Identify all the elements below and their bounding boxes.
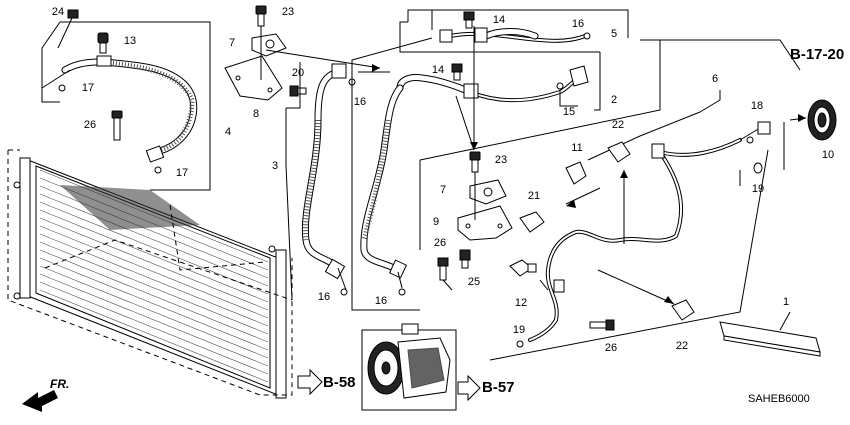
- callout-16-top: 16: [354, 96, 366, 108]
- bolt-23-mid: [469, 151, 481, 173]
- callout-25: 25: [468, 276, 480, 288]
- callout-3: 3: [272, 160, 278, 172]
- callout-19-right: 19: [752, 183, 764, 195]
- bolt-25: [459, 249, 471, 269]
- front-label: FR.: [50, 377, 69, 391]
- pad-1: [719, 321, 821, 357]
- valve-18: [746, 121, 771, 144]
- pipe-5: [439, 27, 591, 43]
- valve-14-mid: [451, 63, 463, 81]
- pressure-switch-12: [509, 259, 537, 277]
- front-arrow: [22, 390, 58, 412]
- pipe-6: [528, 138, 742, 342]
- ref-arrow-b58: [297, 368, 323, 396]
- callout-18: 18: [751, 100, 763, 112]
- clip-22-bottom: [671, 299, 695, 321]
- clip-11: [565, 161, 587, 185]
- callout-23-mid: 23: [495, 154, 507, 166]
- bolt-26-mid: [437, 257, 449, 281]
- bolt-26-right: [589, 319, 615, 331]
- bolt-26-left: [111, 110, 123, 141]
- bracket-8: [224, 55, 283, 101]
- callout-16-left: 16: [318, 291, 330, 303]
- clip-24: [67, 9, 79, 19]
- discharge-hose-4: [41, 55, 198, 163]
- suction-hose-3: [301, 63, 347, 280]
- bracket-9: [457, 205, 513, 241]
- callout-2: 2: [611, 94, 617, 106]
- callout-26-mid: 26: [434, 237, 446, 249]
- clip-21: [519, 211, 545, 233]
- callout-6: 6: [712, 73, 718, 85]
- callout-10: 10: [822, 149, 834, 161]
- callout-7-top: 7: [229, 37, 235, 49]
- discharge-hose-middle: [360, 84, 408, 279]
- ref-arrow-b57: [457, 374, 481, 402]
- callout-20: 20: [292, 67, 304, 79]
- callout-17-bottom: 17: [176, 167, 188, 179]
- seal-10: [807, 99, 837, 141]
- callout-8: 8: [253, 108, 259, 120]
- callout-13: 13: [124, 35, 136, 47]
- clip-22-top: [607, 141, 631, 163]
- washer-19-right: [753, 162, 763, 174]
- callout-26-left: 26: [84, 119, 96, 131]
- callout-11: 11: [571, 142, 582, 154]
- callout-7-mid: 7: [440, 184, 446, 196]
- bolt-20: [289, 85, 307, 97]
- callout-14-mid: 14: [432, 64, 444, 76]
- clamp-7-mid: [469, 179, 507, 205]
- bolt-23-top: [255, 5, 267, 27]
- callout-16-mid: 16: [375, 295, 387, 307]
- callout-15: 15: [563, 106, 575, 118]
- callout-12: 12: [515, 297, 527, 309]
- ref-b17-20: B-17-20: [790, 46, 844, 63]
- callout-9: 9: [433, 216, 439, 228]
- callout-16-right: 16: [572, 18, 584, 30]
- callout-21: 21: [528, 190, 540, 202]
- condenser: [13, 157, 287, 399]
- callout-17-top: 17: [82, 82, 94, 94]
- callout-1: 1: [783, 296, 789, 308]
- ref-b57: B-57: [482, 379, 515, 396]
- washer-19-mid: [516, 340, 524, 348]
- callout-22-bottom: 22: [676, 340, 688, 352]
- callout-14-top: 14: [493, 14, 505, 26]
- ref-b58: B-58: [323, 374, 356, 391]
- callout-4: 4: [225, 126, 231, 138]
- valve-14-top: [463, 11, 475, 29]
- bolt-13: [97, 32, 109, 54]
- diagram-code: SAHEB6000: [748, 393, 810, 405]
- callout-24: 24: [52, 6, 64, 18]
- callout-22-top: 22: [612, 119, 624, 131]
- callout-19-mid: 19: [513, 324, 525, 336]
- callout-5: 5: [611, 28, 617, 40]
- compressor: [361, 323, 457, 411]
- callout-23-top: 23: [282, 6, 294, 18]
- callout-26-right: 26: [605, 342, 617, 354]
